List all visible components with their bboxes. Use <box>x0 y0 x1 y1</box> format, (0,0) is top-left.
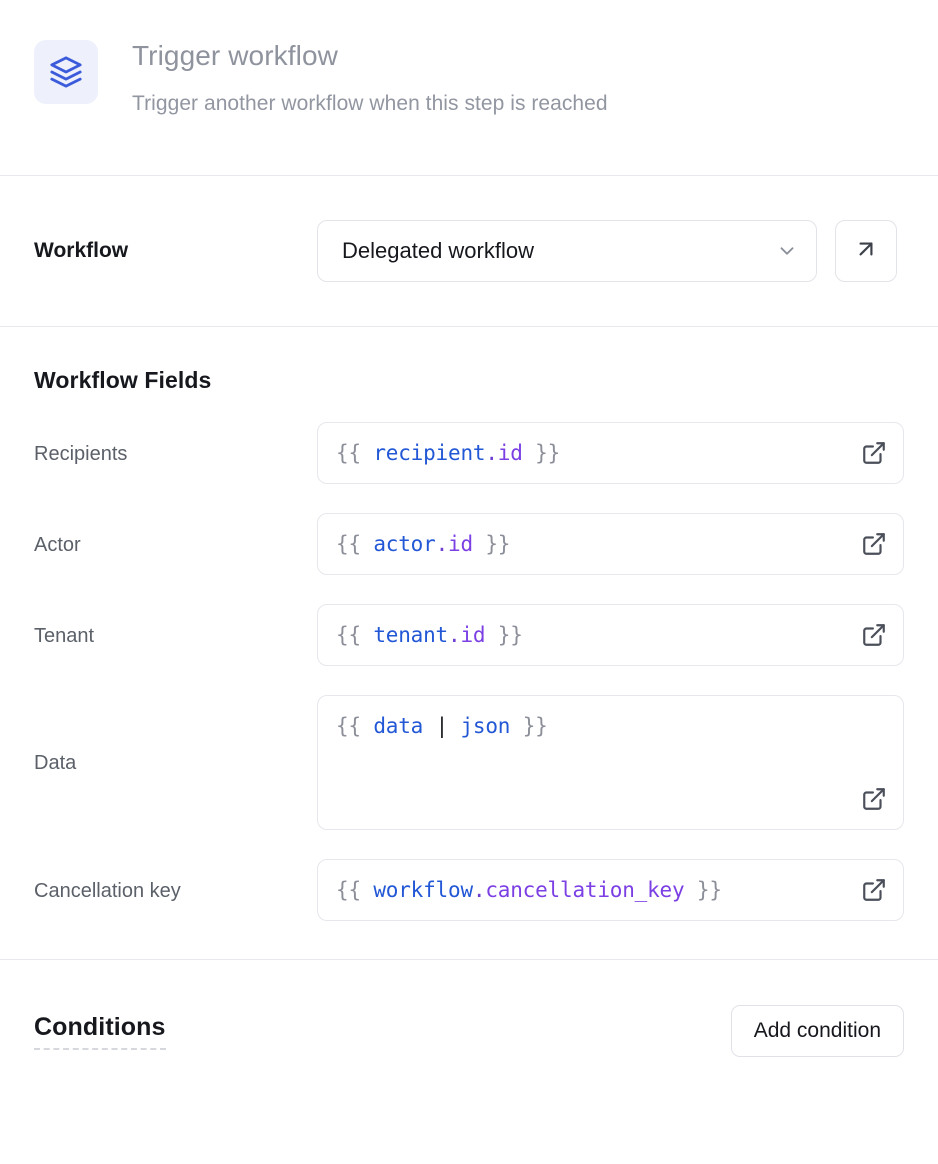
token-brace: {{ <box>336 714 374 738</box>
field-label: Tenant <box>34 624 95 647</box>
token-obj: recipient <box>373 440 486 465</box>
template-expression: {{ workflow.cancellation_key }} <box>336 876 722 904</box>
arrow-up-right-icon <box>853 236 879 267</box>
external-link-icon[interactable] <box>861 440 887 466</box>
field-row: Tenant {{ tenant.id }} <box>34 604 904 666</box>
workflow-fields-section: Workflow Fields Recipients{{ recipient.i… <box>0 327 938 959</box>
token-obj: data <box>373 714 424 738</box>
template-expression: {{ actor.id }} <box>336 530 510 558</box>
divider-fields <box>0 959 938 960</box>
template-input[interactable]: {{ actor.id }} <box>317 513 904 575</box>
page-subtitle: Trigger another workflow when this step … <box>132 92 608 116</box>
token-prop: id <box>497 440 523 465</box>
template-input[interactable]: {{ data | json }} <box>317 695 904 830</box>
external-link-icon[interactable] <box>861 622 887 648</box>
token-dot: . <box>485 440 498 465</box>
template-input[interactable]: {{ recipient.id }} <box>317 422 904 484</box>
token-prop: cancellation_key <box>485 877 685 902</box>
workflow-section: Workflow Delegated workflow <box>0 176 938 326</box>
page-title: Trigger workflow <box>132 40 338 71</box>
field-row: Actor {{ actor.id }} <box>34 513 904 575</box>
token-dot: . <box>472 877 486 902</box>
field-label: Cancellation key <box>34 879 181 902</box>
field-label: Recipients <box>34 442 128 465</box>
workflow-select[interactable]: Delegated workflow <box>317 220 817 282</box>
token-pipe: | <box>423 714 461 738</box>
token-brace: {{ <box>336 440 374 465</box>
template-input[interactable]: {{ tenant.id }} <box>317 604 904 666</box>
header-text-block: Trigger workflow Trigger another workflo… <box>132 32 608 118</box>
token-brace: }} <box>522 440 561 465</box>
template-expression: {{ tenant.id }} <box>336 621 523 649</box>
workflow-fields-title: Workflow Fields <box>34 367 212 393</box>
template-expression: {{ data | json }} <box>336 712 548 740</box>
panel-header: Trigger workflow Trigger another workflo… <box>0 0 938 175</box>
token-dot: . <box>435 531 449 556</box>
token-brace: {{ <box>336 622 374 647</box>
workflow-select-wrapper: Delegated workflow <box>317 220 817 282</box>
token-brace: }} <box>472 531 511 556</box>
token-obj: workflow <box>373 877 473 902</box>
divider-workflow <box>0 326 938 327</box>
workflow-select-value: Delegated workflow <box>342 238 534 263</box>
fields-list: Recipients{{ recipient.id }}Actor{{ acto… <box>34 422 904 921</box>
template-input[interactable]: {{ workflow.cancellation_key }} <box>317 859 904 921</box>
external-link-icon[interactable] <box>861 786 887 812</box>
external-link-icon[interactable] <box>861 531 887 557</box>
open-workflow-button[interactable] <box>835 220 897 282</box>
divider-header <box>0 175 938 176</box>
add-condition-button[interactable]: Add condition <box>730 1005 904 1057</box>
field-label: Data <box>34 752 77 774</box>
token-brace: }} <box>510 714 548 738</box>
template-expression: {{ recipient.id }} <box>336 439 560 467</box>
layers-stack-icon <box>34 40 98 104</box>
token-filter: json <box>460 714 511 738</box>
token-prop: id <box>460 622 486 647</box>
field-row: Cancellation key {{ workflow.cancellation… <box>34 859 904 921</box>
workflow-label: Workflow <box>34 239 129 262</box>
chevron-down-icon <box>776 240 798 262</box>
field-row: Recipients {{ recipient.id }} <box>34 422 904 484</box>
external-link-icon[interactable] <box>861 877 887 903</box>
token-brace: {{ <box>336 877 374 902</box>
field-label: Actor <box>34 533 81 556</box>
token-brace: }} <box>485 622 523 647</box>
token-brace: }} <box>684 877 722 902</box>
conditions-title: Conditions <box>34 1013 166 1050</box>
conditions-section: Conditions Add condition <box>0 960 938 1057</box>
token-obj: actor <box>373 531 436 556</box>
token-brace: {{ <box>336 531 374 556</box>
token-obj: tenant <box>373 622 449 647</box>
field-row: Data {{ data | json }} <box>34 695 904 830</box>
token-prop: id <box>448 531 473 556</box>
token-dot: . <box>448 622 461 647</box>
